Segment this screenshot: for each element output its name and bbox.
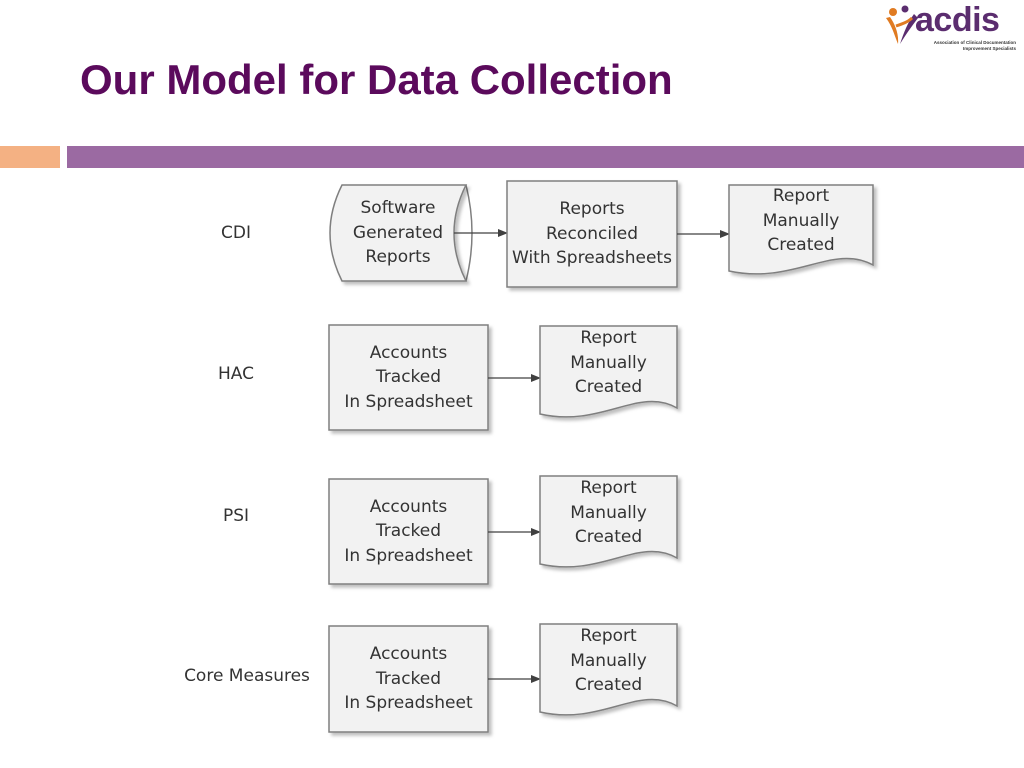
box-text-line: Report xyxy=(580,328,637,349)
logo-wordmark: acdis xyxy=(915,1,1000,39)
document-shape xyxy=(539,325,678,418)
box-text-line: Report xyxy=(580,626,637,647)
header-band-purple xyxy=(67,146,1024,168)
logo-tagline: Association of Clinical Documentation Im… xyxy=(918,40,1016,52)
process-box xyxy=(328,625,489,733)
box-text-line: Accounts xyxy=(369,496,448,517)
document-shape xyxy=(539,475,678,568)
box-text-line: Manually xyxy=(570,502,647,523)
row-label: CDI xyxy=(221,223,251,243)
box-text-line: With Spreadsheets xyxy=(512,248,672,269)
box-text-line: Manually xyxy=(570,650,647,671)
box-text-line: Reports xyxy=(365,247,431,268)
box-text-line: Created xyxy=(574,675,643,696)
box-text-line: Created xyxy=(574,527,643,548)
box-text-line: In Spreadsheet xyxy=(344,545,473,566)
document-shape xyxy=(728,184,874,275)
logo-tagline-line2: Improvement Specialists xyxy=(962,46,1016,51)
stored-data-shape xyxy=(329,184,468,282)
header-band-orange xyxy=(0,146,60,168)
slide-title: Our Model for Data Collection xyxy=(80,56,673,103)
logo-tagline-line1: Association of Clinical Documentation xyxy=(933,40,1016,45)
box-text-line: Reconciled xyxy=(545,223,639,244)
box-text-line: Manually xyxy=(570,352,647,373)
box-text-line: Tracked xyxy=(375,521,442,542)
box-text-line: Reports xyxy=(559,199,625,220)
box-text-line: Tracked xyxy=(375,668,442,689)
box-text-line: Software xyxy=(360,198,436,219)
row-label: Core Measures xyxy=(184,666,310,686)
acdis-logo: acdis Association of Clinical Documentat… xyxy=(884,1,1016,54)
process-box xyxy=(328,478,489,585)
box-text-line: Generated xyxy=(352,222,444,243)
people-figure-icon xyxy=(886,5,918,44)
box-text-line: In Spreadsheet xyxy=(344,693,473,714)
box-text-line: Created xyxy=(767,235,835,256)
box-text-line: Accounts xyxy=(369,342,448,363)
box-text-line: Manually xyxy=(762,210,840,231)
box-text-line: Accounts xyxy=(369,644,448,665)
row-label: PSI xyxy=(222,506,250,526)
box-text-line: Tracked xyxy=(375,367,442,388)
process-box xyxy=(506,180,678,288)
process-box xyxy=(328,324,489,431)
box-text-line: In Spreadsheet xyxy=(344,391,473,412)
row-label: HAC xyxy=(218,364,254,384)
box-text-line: Report xyxy=(772,186,830,207)
box-text-line: Created xyxy=(574,377,643,398)
document-shape xyxy=(539,623,678,716)
box-text-line: Report xyxy=(580,478,637,499)
